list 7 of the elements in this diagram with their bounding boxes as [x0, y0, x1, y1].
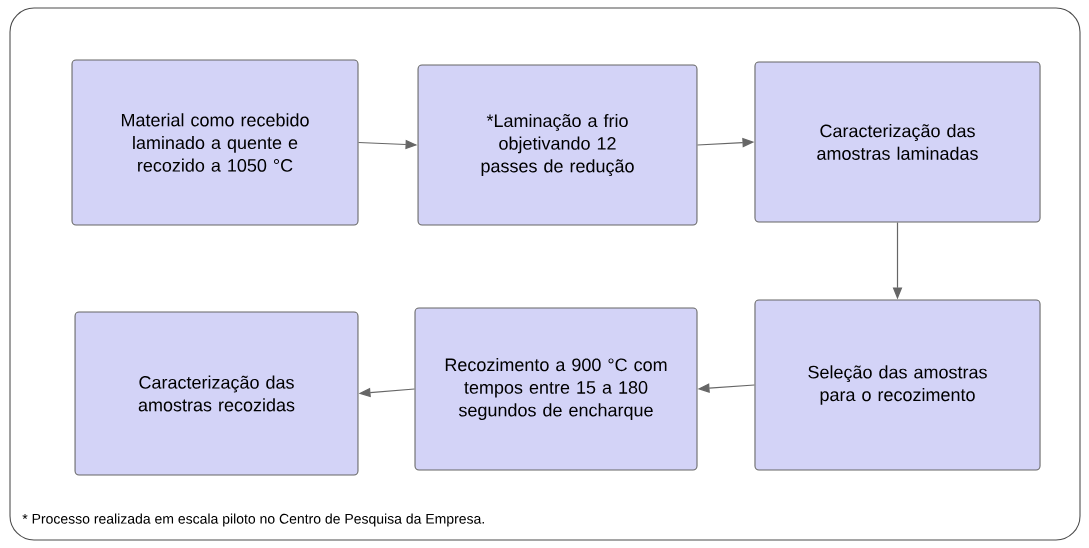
process-box: *Laminação a frio objetivando 12 passes de redução [417, 64, 698, 226]
process-box: Seleção das amostras para o recozimento [754, 299, 1041, 471]
process-box: Recozimento a 900 °C com tempos entre 15 a 180 segundos de encharque [414, 307, 698, 471]
process-box: Caracterização das amostras recozidas [74, 311, 359, 476]
footnote: * Processo realizada em escala piloto no Centro de Pesquisa da Empresa. [22, 513, 484, 527]
process-box: Caracterização das amostras laminadas [754, 61, 1041, 223]
process-box: Material como recebido laminado a quente e recozido a 1050 °C [71, 59, 359, 226]
